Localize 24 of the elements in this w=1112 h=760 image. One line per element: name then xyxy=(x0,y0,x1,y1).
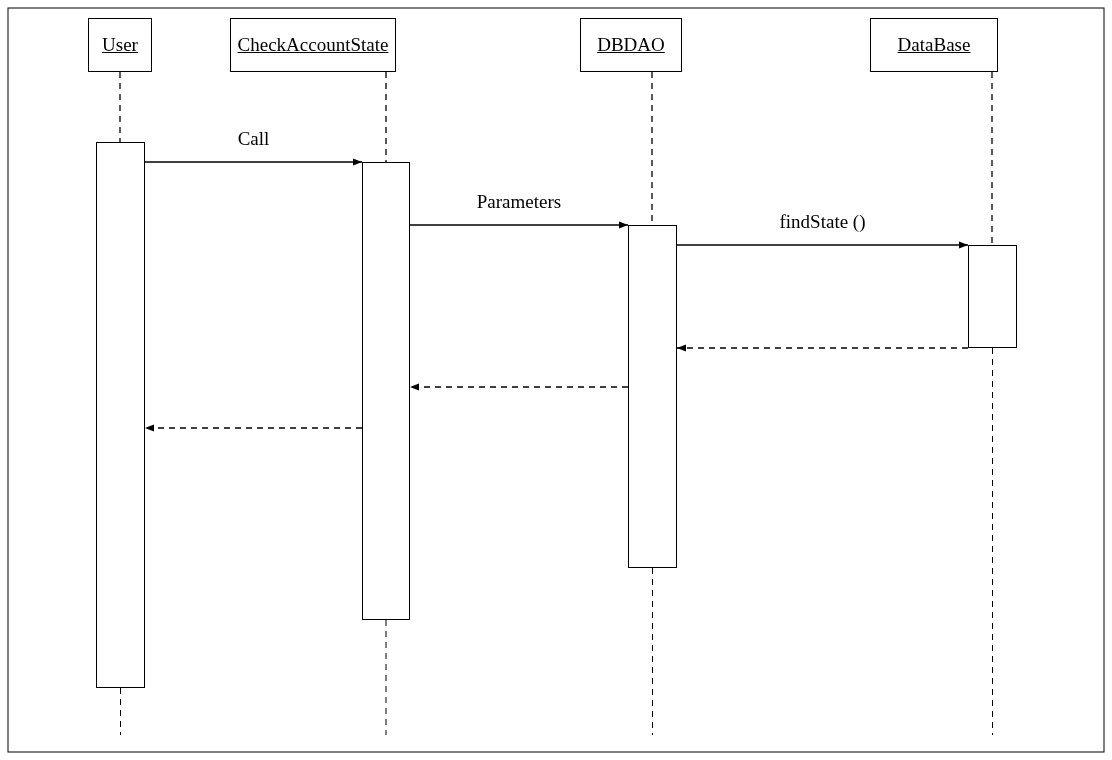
message-label: findState () xyxy=(779,211,866,233)
lifeline-head-box xyxy=(870,18,998,72)
message-arrow xyxy=(144,158,363,166)
lifeline xyxy=(991,71,993,246)
message-label: Call xyxy=(237,128,270,150)
lifeline-head-box xyxy=(580,18,682,72)
return-arrow xyxy=(144,424,363,432)
activation-bar xyxy=(628,225,677,568)
activation-bar xyxy=(96,142,145,688)
message-arrow xyxy=(409,221,629,229)
lifeline-head-box xyxy=(88,18,152,72)
lifeline xyxy=(119,71,121,143)
return-arrow xyxy=(409,383,629,391)
activation-bar xyxy=(968,245,1017,348)
activation-bar xyxy=(362,162,410,620)
lifeline xyxy=(385,71,387,163)
lifeline-head-box xyxy=(230,18,396,72)
object-name: DBDAO xyxy=(597,34,665,56)
message-label: Parameters xyxy=(476,191,562,213)
object-name: DataBase xyxy=(897,34,971,56)
return-arrow xyxy=(676,344,969,352)
object-name: User xyxy=(102,34,138,56)
object-name: CheckAccountState xyxy=(237,34,389,56)
message-arrow xyxy=(676,241,969,249)
